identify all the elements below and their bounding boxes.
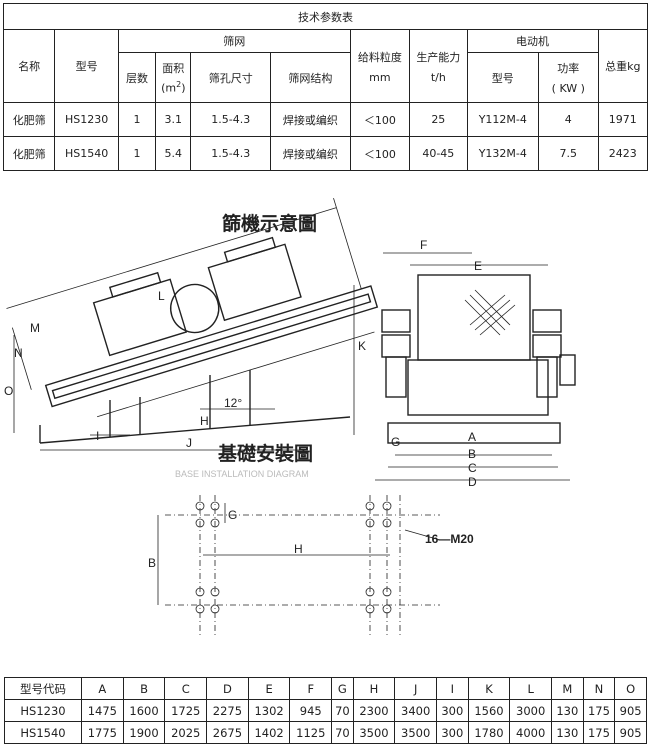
svg-text:J: J bbox=[186, 436, 192, 450]
svg-text:I: I bbox=[96, 429, 99, 443]
header-layers: 层数 bbox=[117, 52, 157, 103]
svg-text:A: A bbox=[468, 430, 476, 444]
dimensions-table: 型号代码 A B C D E F G H J I K L M N O HS123… bbox=[4, 677, 647, 744]
base-plan bbox=[157, 495, 441, 635]
svg-text:M: M bbox=[30, 321, 40, 335]
table-header-row: 型号代码 A B C D E F G H J I K L M N O bbox=[4, 677, 647, 700]
diagram-title-schematic: 篩機示意圖 bbox=[222, 212, 317, 235]
side-base bbox=[13, 285, 355, 451]
angle-label: 12° bbox=[224, 396, 242, 410]
bolt-spec: 16—M20 bbox=[425, 532, 474, 546]
header-structure: 筛网结构 bbox=[270, 52, 351, 103]
svg-text:K: K bbox=[358, 339, 366, 353]
header-model: 型号 bbox=[54, 29, 119, 103]
diagram-subtitle-base: BASE INSTALLATION DIAGRAM bbox=[175, 469, 309, 479]
diagram-title-base: 基礎安裝圖 bbox=[217, 442, 313, 465]
header-screen: 筛网 bbox=[117, 29, 351, 53]
header-area: 面积 (m2) bbox=[155, 52, 192, 103]
header-motor: 电动机 bbox=[466, 29, 599, 53]
svg-text:O: O bbox=[4, 384, 13, 398]
header-name: 名称 bbox=[2, 29, 56, 103]
svg-text:L: L bbox=[158, 289, 165, 303]
machine-diagram: 篩機示意圖 L M N K O H I J 12° F bbox=[4, 197, 576, 635]
table-row: 化肥筛 HS1230 1 3.1 1.5-4.3 焊接或编织 ＜100 25 Y… bbox=[2, 102, 649, 137]
header-power: 功率( KW ) bbox=[538, 52, 599, 103]
header-weight: 总重kg bbox=[597, 29, 649, 103]
header-aperture: 筛孔尺寸 bbox=[190, 52, 272, 103]
svg-text:G: G bbox=[228, 508, 237, 522]
spec-title: 技术参数表 bbox=[3, 3, 648, 30]
svg-text:E: E bbox=[474, 259, 482, 273]
front-view: F E bbox=[375, 238, 576, 481]
svg-text:N: N bbox=[14, 346, 23, 360]
bolt-holes bbox=[195, 501, 392, 614]
svg-text:C: C bbox=[468, 461, 477, 475]
svg-text:B: B bbox=[468, 447, 476, 461]
table-row: 化肥筛 HS1540 1 5.4 1.5-4.3 焊接或编织 ＜100 40-4… bbox=[2, 136, 649, 171]
svg-text:D: D bbox=[468, 475, 477, 489]
svg-text:H: H bbox=[294, 542, 303, 556]
svg-text:G: G bbox=[391, 435, 400, 449]
svg-text:B: B bbox=[148, 556, 156, 570]
svg-text:H: H bbox=[200, 414, 209, 428]
header-motor-model: 型号 bbox=[466, 52, 540, 103]
svg-text:F: F bbox=[420, 238, 427, 252]
side-view bbox=[6, 197, 379, 418]
